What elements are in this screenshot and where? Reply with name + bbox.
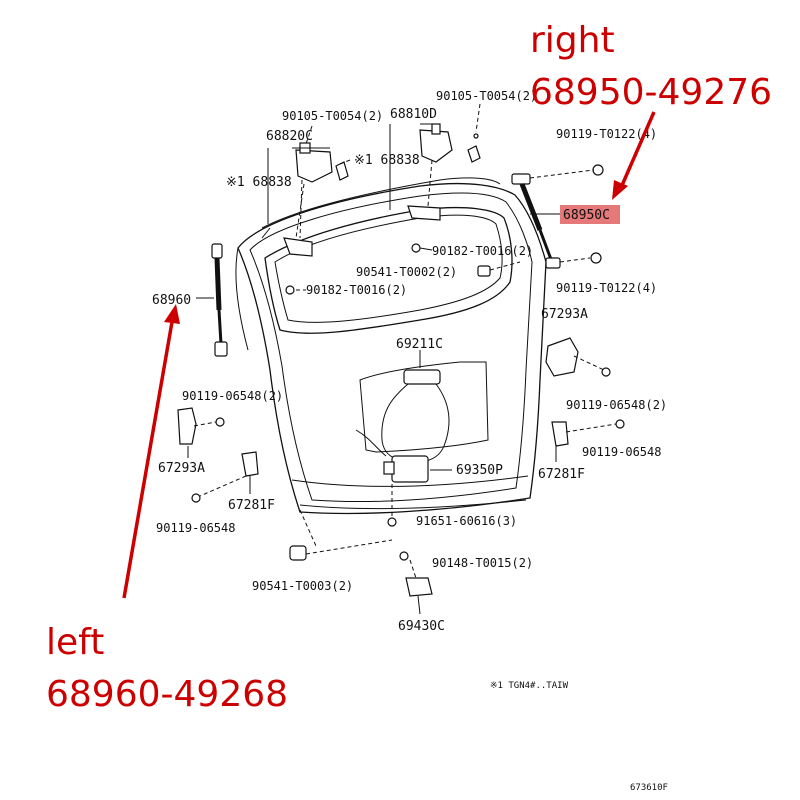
figure-code: 673610F bbox=[630, 783, 668, 793]
label-90182-left: 90182-T0016(2) bbox=[306, 283, 407, 297]
left-callout-title: left bbox=[46, 622, 104, 663]
label-67281f-right: 67281F bbox=[538, 467, 585, 482]
highlight-68950c bbox=[560, 205, 620, 224]
screw-91651 bbox=[387, 517, 397, 527]
label-90119-06548-left: 90119-06548 bbox=[156, 521, 235, 535]
label-67281f-left: 67281F bbox=[228, 498, 275, 513]
striker-left-67293a bbox=[177, 407, 197, 445]
bolt-left-90119 bbox=[191, 493, 201, 503]
right-callout-title: right bbox=[530, 20, 615, 61]
bolt-top-b bbox=[467, 145, 481, 163]
label-68960: 68960 bbox=[152, 293, 191, 308]
label-90182-mid: 90182-T0016(2) bbox=[432, 244, 533, 258]
label-69211c: 69211C bbox=[396, 337, 443, 352]
strut-bolt-bottom bbox=[590, 252, 602, 264]
stopper-right-67281f bbox=[551, 421, 569, 447]
hinge-bracket-left bbox=[283, 237, 313, 257]
label-90541-t0003: 90541-T0003(2) bbox=[252, 579, 353, 593]
striker-right-67293a bbox=[545, 337, 579, 377]
right-gas-strut bbox=[511, 173, 561, 269]
label-90119-t0122-bot: 90119-T0122(4) bbox=[556, 281, 657, 295]
back-door-panel bbox=[235, 177, 547, 515]
clip-90182-mid bbox=[411, 243, 421, 253]
bolt-90148 bbox=[399, 551, 409, 561]
label-90105-right: 90105-T0054(2) bbox=[436, 89, 537, 103]
label-90119-t0122-top: 90119-T0122(4) bbox=[556, 127, 657, 141]
label-68838-left: ※1 68838 bbox=[226, 175, 292, 190]
label-67293a-right: 67293A bbox=[541, 307, 588, 322]
bolt-right-90119 bbox=[615, 419, 625, 429]
hinge-right bbox=[419, 123, 453, 163]
label-68810d: 68810D bbox=[390, 107, 437, 122]
hinge-left bbox=[295, 142, 333, 183]
label-68838-mid: ※1 68838 bbox=[354, 153, 420, 168]
leader-lines bbox=[187, 103, 617, 615]
opener-switch-69211c bbox=[403, 369, 441, 385]
label-90105-left: 90105-T0054(2) bbox=[282, 109, 383, 123]
left-gas-strut bbox=[211, 243, 228, 357]
label-90119-06548-right2: 90119-06548(2) bbox=[566, 398, 667, 412]
left-callout-arrow bbox=[122, 304, 180, 599]
label-90148: 90148-T0015(2) bbox=[432, 556, 533, 570]
clip-90541-t0002 bbox=[477, 265, 491, 277]
bolt-right-06548 bbox=[601, 367, 611, 377]
footnote: ※1 TGN4#..TAIW bbox=[490, 681, 569, 691]
right-callout-part: 68950-49276 bbox=[530, 72, 772, 113]
lock-assembly-69350p bbox=[383, 455, 429, 483]
left-callout-part: 68960-49268 bbox=[46, 674, 288, 715]
cable-2 bbox=[421, 383, 450, 463]
hinge-bracket-right bbox=[407, 205, 441, 221]
label-90119-06548-left2: 90119-06548(2) bbox=[182, 389, 283, 403]
bolt-top-c bbox=[473, 133, 479, 139]
label-68950c: 68950C bbox=[563, 208, 610, 223]
strut-bolt-top bbox=[592, 164, 604, 176]
label-90119-06548-right: 90119-06548 bbox=[582, 445, 661, 459]
label-69430c: 69430C bbox=[398, 619, 445, 634]
right-callout-arrow bbox=[612, 111, 656, 200]
label-69350p: 69350P bbox=[456, 463, 503, 478]
bolt-left-06548 bbox=[215, 417, 225, 427]
bolt-top-a bbox=[335, 161, 349, 181]
label-90541-t0002: 90541-T0002(2) bbox=[356, 265, 457, 279]
stopper-left-67281f bbox=[241, 451, 259, 477]
label-67293a-left: 67293A bbox=[158, 461, 205, 476]
striker-69430c bbox=[405, 577, 433, 597]
label-68820c: 68820C bbox=[266, 129, 313, 144]
cushion-90541-t0003 bbox=[289, 545, 307, 561]
cable-3 bbox=[355, 429, 387, 457]
label-91651: 91651-60616(3) bbox=[416, 514, 517, 528]
clip-90182-left bbox=[285, 285, 295, 295]
